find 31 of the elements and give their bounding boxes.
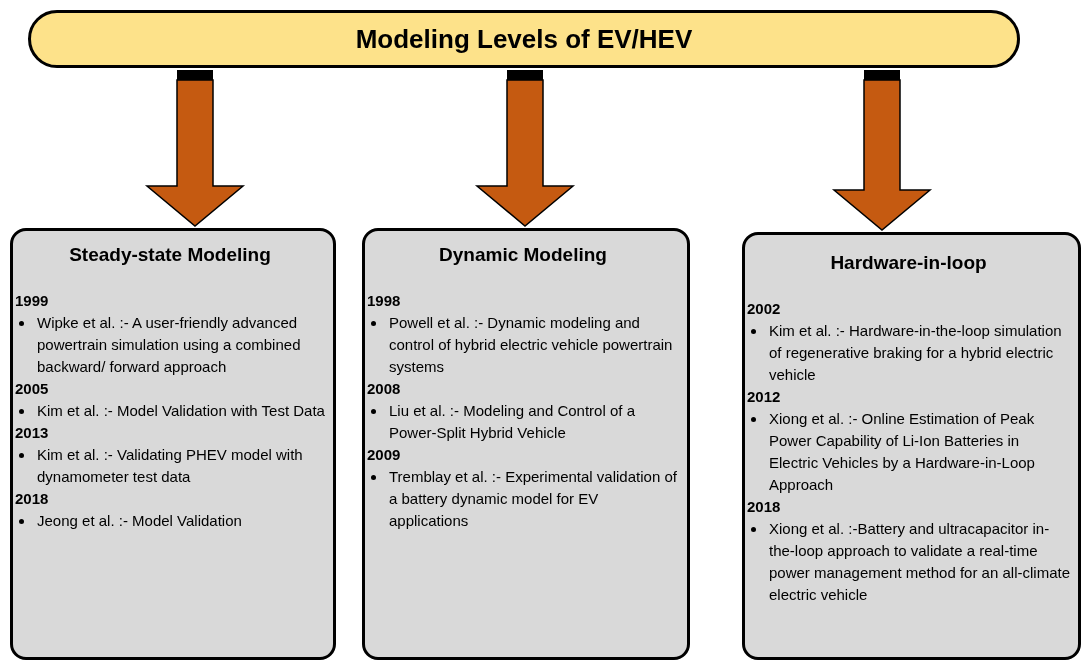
reference-text: Wipke et al. :- A user-friendly advanced powertrain simulation using a combined backward/ forward approach bbox=[37, 312, 302, 377]
category-panel bbox=[10, 228, 336, 660]
category-panel bbox=[742, 232, 1081, 660]
year-label: 1999 bbox=[15, 290, 49, 311]
year-label: 2018 bbox=[15, 488, 49, 509]
year-label: 2002 bbox=[747, 298, 781, 319]
title-text: Modeling Levels of EV/HEV bbox=[355, 22, 693, 56]
year-label: 2008 bbox=[367, 378, 401, 399]
block-arrow bbox=[474, 70, 576, 227]
reference-text: Xiong et al. :-Battery and ultracapacitor in-the-loop approach to validate a real-time power management method for an all-climate electric vehicle bbox=[769, 518, 1070, 605]
reference-text: Xiong et al. :- Online Estimation of Peak Power Capability of Li-Ion Batteries in Electric Vehicles by a Hardware-in-Loop Approach bbox=[769, 408, 1036, 495]
year-label: 2009 bbox=[367, 444, 401, 465]
year-label: 2012 bbox=[747, 386, 781, 407]
panel-heading: Hardware-in-loop bbox=[829, 251, 988, 275]
reference-text: Jeong et al. :- Model Validation bbox=[37, 510, 242, 531]
reference-text: Kim et al. :- Hardware-in-the-loop simulation of regenerative braking for a hybrid electric vehicle bbox=[769, 320, 1063, 385]
block-arrow bbox=[831, 70, 933, 231]
year-label: 1998 bbox=[367, 290, 401, 311]
block-arrow bbox=[144, 70, 246, 227]
reference-text: Kim et al. :- Model Validation with Test Data bbox=[37, 400, 325, 421]
reference-text: Liu et al. :- Modeling and Control of a Power-Split Hybrid Vehicle bbox=[389, 400, 636, 443]
panel-heading: Dynamic Modeling bbox=[438, 243, 608, 267]
panel-heading: Steady-state Modeling bbox=[68, 243, 272, 267]
year-label: 2013 bbox=[15, 422, 49, 443]
category-panel bbox=[362, 228, 690, 660]
year-label: 2018 bbox=[747, 496, 781, 517]
title-banner bbox=[28, 10, 1020, 68]
reference-text: Tremblay et al. :- Experimental validation of a battery dynamic model for EV applications bbox=[389, 466, 678, 531]
reference-text: Kim et al. :- Validating PHEV model with dynamometer test data bbox=[37, 444, 304, 487]
reference-text: Powell et al. :- Dynamic modeling and control of hybrid electric vehicle powertrain systems bbox=[389, 312, 674, 377]
year-label: 2005 bbox=[15, 378, 49, 399]
